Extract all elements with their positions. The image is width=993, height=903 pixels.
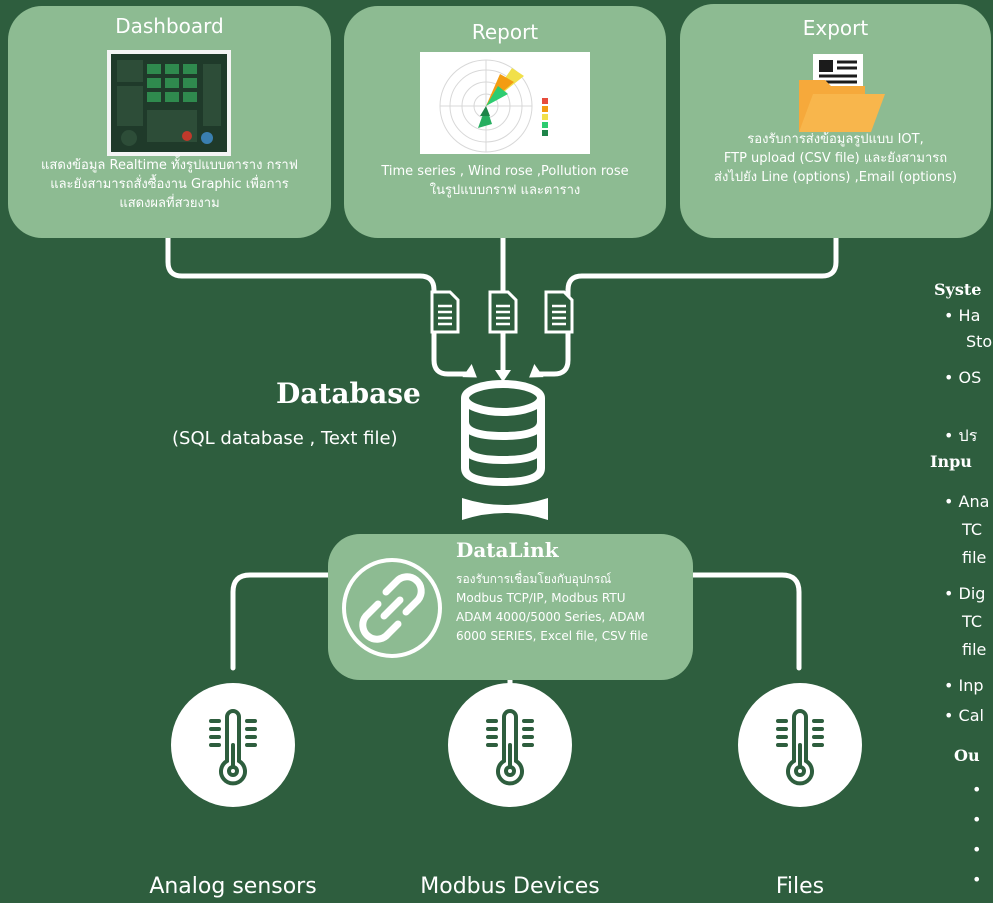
thermometer-icon [486,709,534,786]
export-desc-line: FTP upload (CSV file) และยังสามารถ [723,151,948,166]
system-heading: Syste [934,280,982,299]
dashboard-title: Dashboard [115,14,224,38]
dashboard-desc-line: แสดงข้อมูล Realtime ทั้งรูปแบบตาราง กราฟ [41,158,298,173]
output-bullet: • [972,810,982,829]
report-desc-line: ในรูปแบบกราฟ และตาราง [429,183,581,198]
folder-document-icon [799,54,885,132]
export-description: รองรับการส่งข้อมูลรูปแบบ IOT, FTP upload… [680,130,991,187]
datalink-desc-line: รองรับการเชื่อมโยงกับอุปกรณ์ [456,572,612,586]
system-item: • OS [944,368,982,387]
link-icon [342,558,442,658]
files-node [738,683,862,807]
input-item-text: Ana [958,492,990,511]
dashboard-screenshot-thumbnail [107,50,231,156]
input-item-text: Dig [958,584,986,603]
thermometer-icon [209,709,257,786]
system-item: • ปร [944,426,978,445]
system-item-text: Ha [958,306,981,325]
output-bullet: • [972,840,982,859]
report-title: Report [471,20,539,44]
output-bullet: • [972,870,982,889]
input-item: • Dig [944,584,986,603]
export-title: Export [802,16,869,40]
datalink-desc-line: 6000 SERIES, Excel file, CSV file [456,629,649,643]
source-label: Analog sensors [149,874,317,899]
thermometer-icon [776,709,824,786]
input-item-cont: TC [962,520,983,539]
datalink-desc-line: Modbus TCP/IP, Modbus RTU [456,591,626,605]
output-heading: Ou [954,746,980,765]
database-title: Database [276,377,421,410]
source-label: Files [775,874,825,899]
export-desc-line: รองรับการส่งข้อมูลรูปแบบ IOT, [747,132,924,147]
output-bullet: • [972,780,982,799]
dashboard-desc-line: และยังสามารถสั่งซื้องาน Graphic เพื่อการ [50,177,289,192]
input-item: • Cal [944,706,984,725]
input-item-cont: file [962,640,987,659]
export-card: Export รองรับการส่งข้อมูลรูปแบบ IOT, FTP… [680,4,991,238]
datalink-title: DataLink [456,538,559,562]
system-item-cont: Sto [966,332,993,351]
report-desc-line: Time series , Wind rose ,Pollution rose [381,164,629,179]
input-heading: Inpu [930,452,972,471]
dashboard-card: Dashboard แสดงข้อมูล Realtime ทั้งรูปแบบ… [8,6,331,238]
dashboard-desc-line: แสดงผลที่สวยงาม [119,196,220,211]
modbus-devices-node [448,683,572,807]
report-description: Time series , Wind rose ,Pollution rose … [344,162,666,200]
input-item-text: Inp [958,676,984,695]
input-item: • Inp [944,676,984,695]
source-label: Modbus Devices [420,874,600,899]
system-item-text: OS [958,368,982,387]
database-icon [461,380,545,487]
datalink-desc-line: ADAM 4000/5000 Series, ADAM [456,610,645,624]
wind-rose-thumbnail [420,52,590,154]
datalink-description: รองรับการเชื่อมโยงกับอุปกรณ์ Modbus TCP/… [456,570,648,646]
analog-sensors-node [171,683,295,807]
report-card: Report Time series , Wind rose ,Pollutio… [344,6,666,238]
input-item-cont: file [962,548,987,567]
system-item: • Ha [944,306,981,325]
export-desc-line: ส่งไปยัง Line (options) ,Email (options) [714,170,957,185]
input-item: • Ana [944,492,990,511]
datalink-card: DataLink รองรับการเชื่อมโยงกับอุปกรณ์ Mo… [328,534,693,680]
input-item-text: Cal [958,706,984,725]
input-item-cont: TC [962,612,983,631]
system-item-text: ปร [958,426,978,445]
database-subtitle: (SQL database , Text file) [172,428,398,449]
dashboard-description: แสดงข้อมูล Realtime ทั้งรูปแบบตาราง กราฟ… [8,156,331,213]
